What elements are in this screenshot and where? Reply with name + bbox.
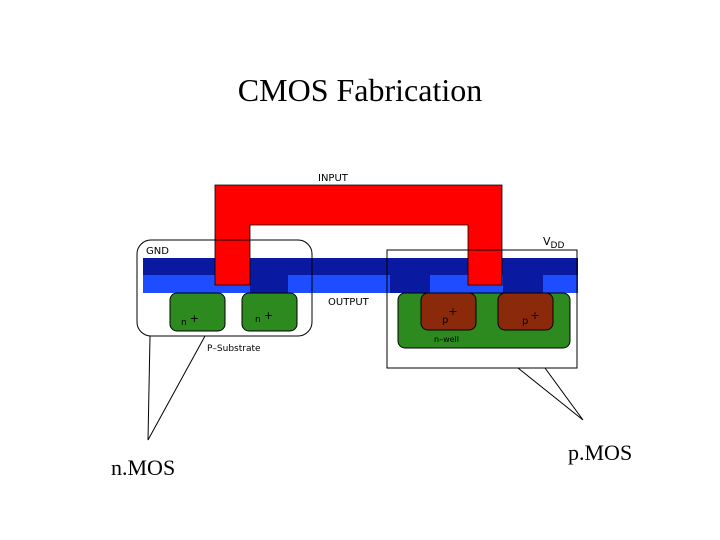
nmos-callout-label: n.MOS bbox=[111, 455, 176, 480]
nmos-callout-pointer bbox=[147, 335, 206, 441]
p-plus-label-1-sup: + bbox=[448, 305, 457, 318]
n-plus-region-1 bbox=[169, 292, 226, 332]
nmos-outline bbox=[136, 239, 313, 337]
metal-layer-dark bbox=[143, 258, 578, 275]
metal-contact-right bbox=[503, 275, 543, 293]
p-plus-label-2-base: p bbox=[522, 316, 528, 327]
poly-gate-input bbox=[214, 184, 503, 286]
n-plus-label-2-base: n bbox=[255, 315, 261, 325]
gnd-label: GND bbox=[146, 246, 169, 257]
slide-title: CMOS Fabrication bbox=[237, 72, 483, 108]
output-label: OUTPUT bbox=[328, 297, 370, 308]
n-well-label: n–well bbox=[434, 335, 459, 344]
p-plus-label-1-base: p bbox=[442, 315, 448, 326]
p-plus-label-2: p+ bbox=[522, 309, 540, 327]
vdd-label-main: V bbox=[543, 235, 551, 248]
n-plus-label-1-sup: + bbox=[190, 312, 199, 325]
vdd-label: VDD bbox=[543, 235, 564, 251]
metal-contact-mid2 bbox=[390, 275, 430, 293]
metal-contact-mid bbox=[250, 275, 288, 293]
p-plus-label-1: p+ bbox=[442, 305, 458, 326]
pmos-outline bbox=[386, 249, 578, 369]
metal-contact-left bbox=[143, 275, 178, 293]
n-plus-region-2 bbox=[241, 292, 298, 332]
n-plus-label-1: n+ bbox=[181, 312, 199, 328]
pmos-callout-label: p.MOS bbox=[568, 440, 633, 465]
n-plus-label-2-sup: + bbox=[264, 309, 273, 322]
p-plus-region-1 bbox=[420, 292, 477, 331]
n-plus-label-1-base: n bbox=[181, 318, 187, 328]
substrate-label: P–Substrate bbox=[207, 344, 261, 354]
p-plus-region-2 bbox=[497, 292, 554, 331]
input-label: INPUT bbox=[318, 173, 349, 184]
pmos-callout-pointer bbox=[517, 367, 584, 421]
p-plus-label-2-sup: + bbox=[530, 309, 539, 322]
n-plus-label-2: n+ bbox=[255, 309, 273, 325]
vdd-label-sub: DD bbox=[551, 241, 565, 251]
